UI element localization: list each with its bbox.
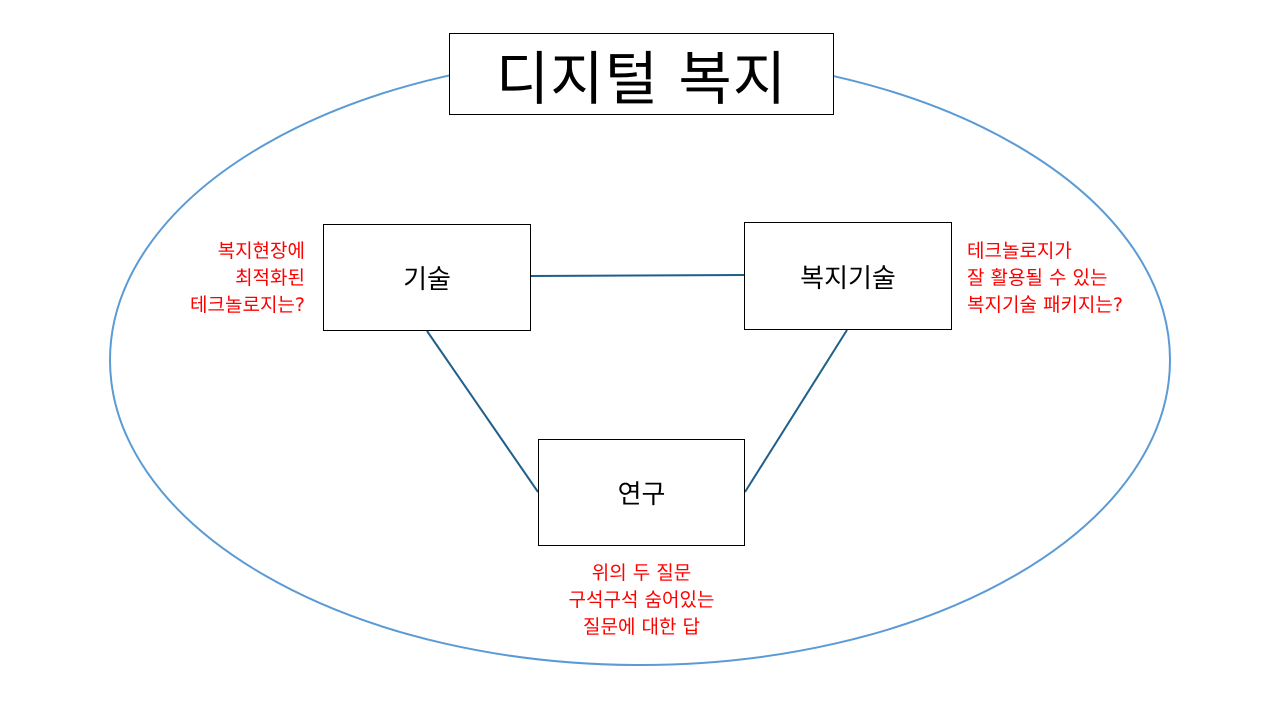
note-welfare-tech-line: 복지기술 패키지는?: [967, 294, 1123, 316]
page-title: 디지털 복지: [495, 45, 788, 113]
connector-welfare-tech-research: [744, 329, 848, 493]
connector-tech-welfare-tech: [530, 274, 745, 277]
node-research: 연구: [538, 439, 745, 546]
note-welfare-tech: 테크놀로지가 잘 활용될 수 있는 복지기술 패키지는?: [967, 238, 1123, 319]
node-tech: 기술: [323, 224, 531, 331]
node-welfare-tech: 복지기술: [744, 222, 952, 330]
note-research: 위의 두 질문 구석구석 숨어있는 질문에 대한 답: [540, 560, 743, 641]
title-box: 디지털 복지: [449, 33, 834, 115]
connector-tech-research: [426, 330, 539, 493]
note-tech-line: 최적화된: [235, 267, 305, 289]
note-research-line: 질문에 대한 답: [583, 616, 700, 638]
note-research-line: 구석구석 숨어있는: [568, 589, 715, 611]
note-tech-line: 테크놀로지는?: [190, 294, 305, 316]
note-welfare-tech-line: 잘 활용될 수 있는: [967, 267, 1108, 289]
note-tech: 복지현장에 최적화된 테크놀로지는?: [150, 238, 305, 319]
note-research-line: 위의 두 질문: [591, 562, 692, 584]
node-research-label: 연구: [617, 480, 666, 510]
node-welfare-tech-label: 복지기술: [800, 263, 896, 294]
note-welfare-tech-line: 테크놀로지가: [967, 240, 1072, 262]
note-tech-line: 복지현장에: [217, 240, 305, 262]
node-tech-label: 기술: [403, 265, 451, 295]
